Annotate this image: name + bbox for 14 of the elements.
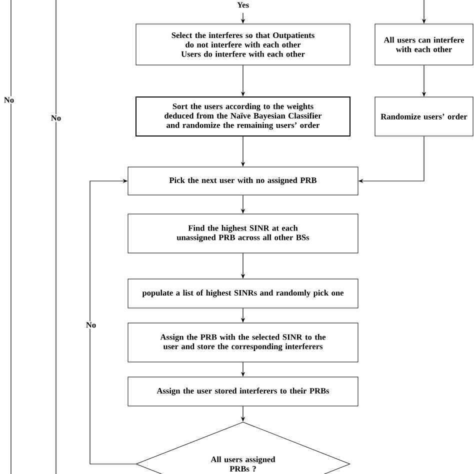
edge-label: Yes [236,1,250,9]
process-box: populate a list of highest SINRs and randomly pick one [128,278,358,308]
branch-label: No [50,114,62,122]
process-box: Sort the users according to the weights deduced from the Naïve Bayesian Classifier and randomize the remaining users’ order [136,96,350,136]
process-box: Select the interferes so that Outpatients do not interfere with each other Users do interfere with each other [136,24,350,66]
process-box: Pick the next user with no assigned PRB [128,166,358,196]
process-box: Assign the PRB with the selected SINR to the user and store the corresponding interferers [128,322,358,362]
process-box: Assign the user stored interferers to their PRBs [128,376,358,406]
process-box: Find the highest SINR at each unassigned PRB across all other BSs [128,214,358,254]
process-box: All users can interfere with each other [374,24,474,66]
edge-label: No [84,321,98,329]
branch-label: No [2,96,16,104]
arrow [90,178,136,464]
process-box: Randomize users’ order [374,96,474,136]
